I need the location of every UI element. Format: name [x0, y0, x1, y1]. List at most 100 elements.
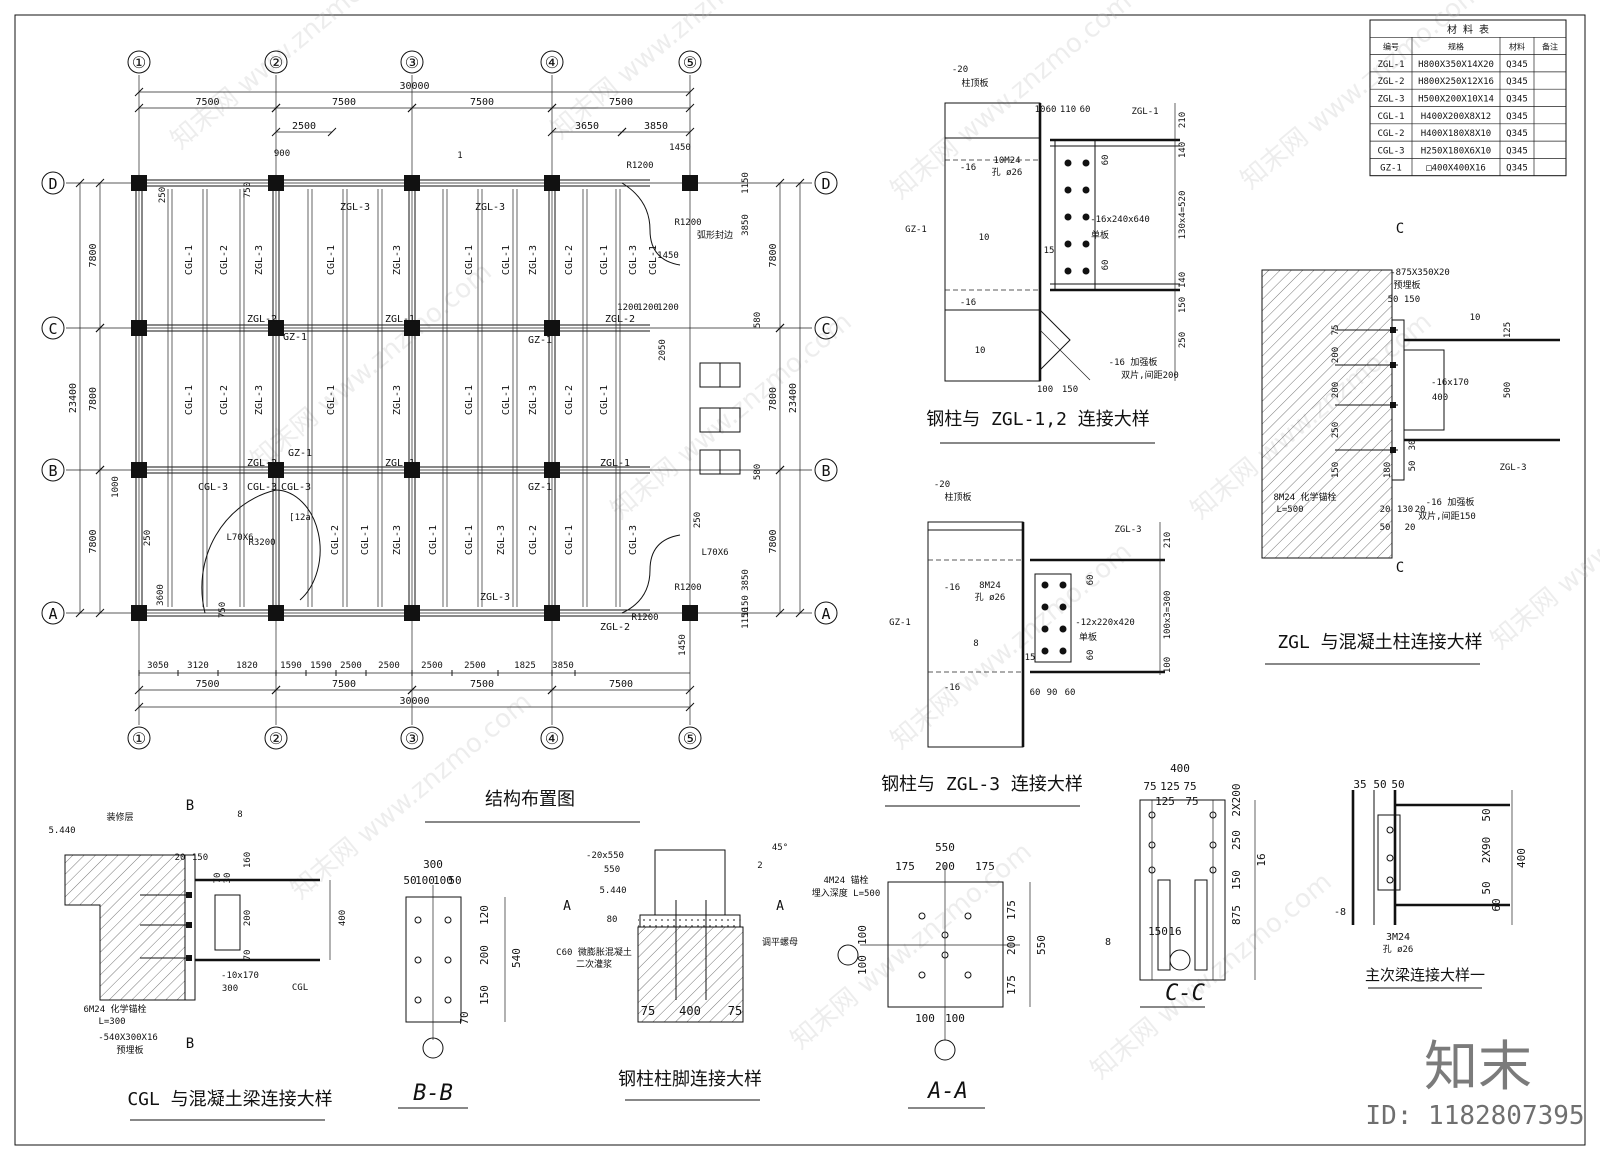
dim-tick: [95, 608, 105, 618]
bolt-hole: [918, 971, 926, 979]
dim-label: 1590: [310, 661, 332, 671]
table-cell: H250X180X6X10: [1421, 146, 1491, 156]
dim-label: 100: [856, 925, 869, 945]
plan-note: R3200: [248, 538, 275, 548]
dim-label: 200: [1331, 382, 1341, 398]
dim-label: 7800: [768, 529, 779, 553]
dim-label: 75: [728, 1004, 742, 1018]
nut: [1390, 362, 1396, 368]
plan-note: R1200: [631, 613, 658, 623]
dim-label: 200: [1331, 347, 1341, 363]
bolt-hole: [414, 996, 422, 1004]
detail-label: 10: [1470, 313, 1481, 323]
dim-tick: [327, 127, 337, 137]
bolt: [1064, 267, 1072, 275]
steel-column: [131, 320, 147, 336]
axis-label-top: ④: [545, 53, 559, 72]
detail-label: -16x170: [1431, 378, 1469, 388]
detail-label: 5.440: [599, 886, 626, 896]
beam-label: ZGL-2: [605, 314, 635, 325]
detail-label: 80: [607, 915, 618, 925]
bolt-hole: [1148, 841, 1156, 849]
dim-label: 35: [1353, 778, 1366, 791]
dim-label: 16: [1255, 853, 1268, 866]
dim-label: 400: [1515, 848, 1528, 868]
dim-label: 50: [1408, 461, 1418, 472]
dim-label: 7500: [195, 97, 219, 108]
dim-tick: [95, 178, 105, 188]
dim-label: 1450: [669, 143, 691, 153]
dim-label: 7800: [88, 529, 99, 553]
detail1-title: 钢柱与 ZGL-1,2 连接大样: [926, 409, 1150, 430]
detail-label: -8: [1334, 907, 1346, 918]
dim-label: 30: [223, 873, 233, 884]
watermark-text: 知末网 www.znzmo.com: [605, 307, 857, 526]
plan-note: 弧形封边: [697, 229, 733, 241]
beam-label: ZGL-1: [385, 314, 415, 325]
dim-label: 100: [945, 1012, 965, 1025]
detail-label: 15: [1044, 246, 1055, 256]
nut: [1390, 447, 1396, 453]
dim-label: 20: [1405, 523, 1416, 533]
axis-label-top: ②: [269, 53, 283, 72]
dim-label: 200: [1005, 935, 1018, 955]
dim-label: 30000: [399, 81, 429, 92]
beam-label: CGL-1: [501, 385, 512, 415]
dim-label: 540: [510, 948, 523, 968]
bolt-hole: [1386, 826, 1394, 834]
dim-label: 150: [192, 853, 208, 863]
dim-label: 75: [641, 1004, 655, 1018]
steel-column: [404, 320, 420, 336]
steel-column: [268, 320, 284, 336]
beam-label: GZ-1: [528, 482, 552, 493]
beam-label: CGL-2: [564, 245, 575, 275]
dim-label: 2050: [658, 339, 668, 361]
detail-zgl-concrete-column: ZGL 与混凝土柱连接大样 CC-875X350X20预埋板-16x170400…: [1261, 221, 1560, 665]
steel-column: [544, 605, 560, 621]
beam-label: CGL-2: [219, 245, 230, 275]
beam-label: CGL-1: [464, 245, 475, 275]
dim-label: 3050: [147, 661, 169, 671]
dim-label: 23400: [68, 383, 79, 413]
beam-label: CGL-1: [326, 385, 337, 415]
detail-column-zgl12: 钢柱与 ZGL-1,2 连接大样 -20柱顶板-16-16GZ-110M24孔 …: [905, 65, 1188, 444]
beam-label: CGL-1: [428, 525, 439, 555]
dim-label: 125: [1155, 795, 1175, 808]
bolt-hole: [414, 956, 422, 964]
dim-label: 3120: [187, 661, 209, 671]
detail-label: 15: [1025, 653, 1036, 663]
detail-label: -16: [944, 583, 960, 593]
beam-label: CGL-2: [330, 525, 341, 555]
dim-label: 60: [1101, 155, 1111, 166]
bolt: [1041, 581, 1049, 589]
detail-label: A: [776, 899, 784, 914]
plan-note: 1: [457, 151, 462, 161]
dim-tick: [547, 103, 557, 113]
dim-label: 150: [1331, 462, 1341, 478]
dim-tick: [775, 608, 785, 618]
detail-label: 8: [1105, 937, 1111, 948]
detail3-title: ZGL 与混凝土柱连接大样: [1277, 632, 1482, 653]
dim-label: 50: [403, 874, 416, 887]
beam-label: CGL-1: [360, 525, 371, 555]
dim-label: 160: [243, 852, 253, 868]
dim-label: 60: [1101, 260, 1111, 271]
detail-label: 单板: [1091, 229, 1109, 241]
nut: [1390, 327, 1396, 333]
detail-label: -12x220x420: [1075, 618, 1135, 628]
detail-label: 10M24: [993, 156, 1020, 166]
dim-label: 250: [158, 187, 168, 203]
nut: [186, 922, 192, 928]
bolt: [1041, 647, 1049, 655]
beam-label: ZGL-1: [385, 458, 415, 469]
dim-label: 50: [448, 874, 461, 887]
nut: [1390, 402, 1396, 408]
bolt: [1082, 159, 1090, 167]
dim-tick: [271, 103, 281, 113]
detail5-title: B-B: [413, 1081, 453, 1106]
dim-tick: [271, 127, 281, 137]
bolt-hole: [1148, 866, 1156, 874]
dim-tick: [685, 685, 695, 695]
detail-label: -16: [944, 683, 960, 693]
